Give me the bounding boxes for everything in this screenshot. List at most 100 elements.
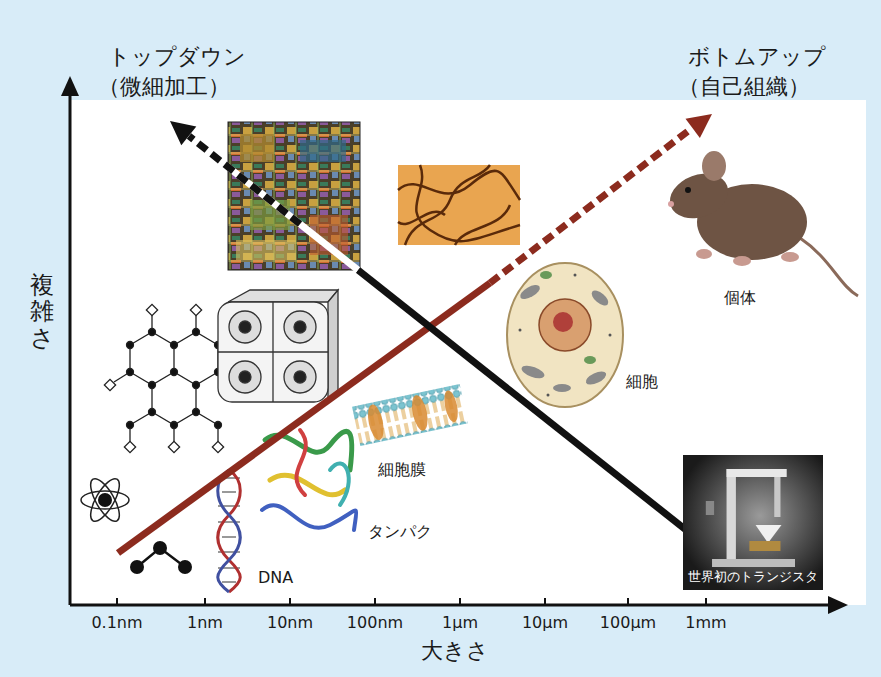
mouse-figure: [702, 151, 726, 181]
approach-label: トップダウン: [108, 44, 246, 70]
lattice-figure: [149, 409, 156, 416]
transistor-photo: [749, 541, 780, 551]
lattice-figure: [190, 304, 201, 315]
mouse-figure: [733, 256, 751, 266]
cell-figure: [584, 369, 608, 387]
atom-symbol: [81, 475, 129, 526]
cell-figure: [553, 384, 571, 392]
cell-figure: [519, 329, 522, 332]
mouse-figure: [668, 201, 674, 207]
item-label: 細胞膜: [378, 460, 426, 479]
label-holder: 10nm: [267, 613, 313, 632]
pattern-image: [398, 165, 520, 245]
transistor-photo: [774, 477, 780, 517]
dna-figure: [218, 470, 241, 592]
cell-figure: [547, 394, 550, 397]
label-holder: DNA: [258, 568, 293, 587]
item-label: 個体: [724, 288, 756, 307]
transistor-photo: [727, 469, 736, 561]
molecule-symbol: [130, 541, 192, 574]
top-down-arrow: [170, 121, 705, 545]
pattern-image: [398, 165, 520, 245]
membrane-figure: [352, 384, 468, 446]
label-holder: 1nm: [187, 613, 223, 632]
dna-figure: [222, 581, 236, 583]
axis-lines: [70, 604, 830, 607]
cage-figure: [294, 371, 306, 383]
lattice-figure: [146, 304, 157, 315]
bottom-up-arrow: [118, 114, 712, 553]
mouse-figure: [781, 252, 799, 262]
axis-lines: [459, 598, 461, 605]
lattice-figure: [212, 441, 223, 452]
axis-lines: [627, 598, 629, 605]
tick-label: 1µm: [442, 613, 478, 632]
lattice-figure: [168, 441, 179, 452]
item-label: タンパク: [368, 522, 432, 541]
transistor-photo: [727, 469, 787, 477]
cell-figure: [507, 263, 623, 407]
cage-figure: [218, 290, 338, 402]
label-holder: 100nm: [347, 613, 403, 632]
membrane-figure: [442, 389, 460, 423]
lattice-figure: [124, 441, 135, 452]
cell-figure: [520, 363, 546, 381]
label-holder: 個体: [724, 288, 756, 307]
item-label: DNA: [258, 568, 293, 587]
plot-ground: [70, 100, 866, 605]
label-holder: （自己組織）: [678, 74, 810, 100]
axis-title: 複雑さ: [30, 272, 54, 351]
axis-lines: [204, 598, 206, 605]
cage-figure: [328, 290, 338, 402]
cell-figure: [574, 274, 577, 277]
axis-lines: [374, 598, 376, 605]
lattice-figure: [127, 422, 134, 429]
label-holder: ボトムアップ: [688, 44, 826, 70]
top-down-arrow: [358, 270, 705, 545]
axis-lines: [705, 598, 707, 605]
dna-figure: [222, 536, 236, 538]
lattice-figure: [149, 329, 156, 336]
label-holder: 100µm: [600, 613, 656, 632]
label-holder: 細胞膜: [378, 460, 426, 479]
lattice-figure: [171, 369, 178, 376]
top-down-arrow: [189, 136, 300, 224]
label-holder: 10µm: [522, 613, 568, 632]
illustration-part: [398, 165, 520, 245]
top-down-arrow: [170, 121, 196, 145]
cell-figure: [518, 282, 542, 302]
protein-figure: [262, 505, 356, 530]
cage-figure: [239, 371, 251, 383]
transistor-photo: [706, 501, 714, 515]
membrane-figure: [365, 403, 386, 441]
label-holder: 1µm: [442, 613, 478, 632]
axis-lines: [69, 94, 72, 605]
lattice-figure: [149, 382, 156, 389]
mouse-figure: [696, 249, 712, 259]
tick-label: 1mm: [685, 613, 726, 632]
label-holder: 複雑さ: [30, 272, 54, 351]
cell-figure: [507, 263, 623, 407]
cell-figure: [609, 334, 612, 337]
cage-figure: [218, 302, 328, 402]
approach-label: （微細加工）: [98, 74, 230, 100]
tick-label: 10nm: [267, 613, 313, 632]
lattice-figure: [193, 382, 200, 389]
axis-title: 大きさ: [421, 638, 489, 664]
label-holder: 0.1nm: [91, 613, 142, 632]
axis-lines: [544, 598, 546, 605]
bottom-up-arrow: [118, 283, 490, 553]
axis-lines: [289, 598, 291, 605]
top-down-arrow: [189, 136, 300, 224]
dna-figure: [218, 470, 241, 592]
approach-label: ボトムアップ: [688, 44, 826, 70]
mouse-figure: [800, 238, 858, 296]
chip-image: [228, 122, 360, 270]
lattice-figure: [104, 304, 223, 452]
mouse-figure: [664, 166, 735, 226]
top-down-arrow: [300, 224, 358, 270]
photo-caption: 世界初のトランジスタ: [688, 569, 818, 586]
lattice-figure: [104, 379, 115, 390]
